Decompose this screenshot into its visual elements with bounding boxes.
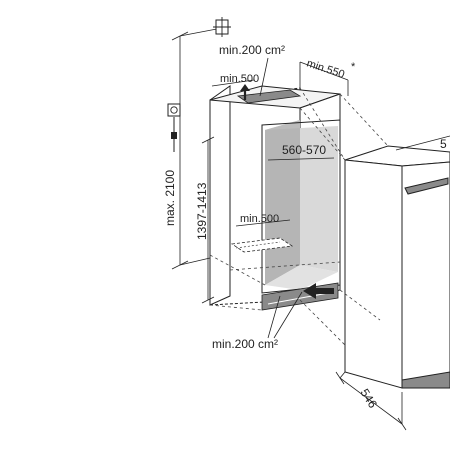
inner-width-label: 560-570 bbox=[282, 143, 326, 157]
inner-vent bbox=[230, 237, 294, 253]
dimension-top-gap bbox=[211, 79, 255, 87]
airflow-up-arrow bbox=[240, 84, 250, 100]
inner-gap-label: min.500 bbox=[240, 213, 279, 225]
dimension-appliance-depth bbox=[335, 371, 407, 431]
top-depth-label: min.550 bbox=[305, 57, 346, 81]
appliance-depth-label: 546 bbox=[357, 386, 380, 411]
power-plug-socket-icon bbox=[167, 103, 181, 152]
grid-symbol-icon bbox=[213, 17, 231, 37]
airflow-in-arrow bbox=[303, 283, 334, 299]
opening-height-label: 1397-1413 bbox=[195, 182, 209, 240]
base-dashed-lines bbox=[209, 254, 341, 311]
dimension-inner-gap bbox=[235, 219, 291, 227]
bottom-vent-leaders bbox=[267, 291, 303, 339]
top-depth-star: * bbox=[351, 61, 356, 73]
max-height-label: max. 2100 bbox=[163, 170, 177, 226]
top-vent-leader bbox=[259, 57, 269, 97]
projection-lines bbox=[299, 87, 389, 346]
appliance bbox=[344, 145, 450, 389]
dimension-appliance-width bbox=[395, 135, 450, 151]
bottom-vent-label: min.200 cm² bbox=[212, 337, 278, 351]
dimension-max-height bbox=[171, 27, 223, 270]
dimension-top-depth bbox=[299, 61, 349, 96]
top-vent-label: min.200 cm² bbox=[219, 43, 285, 57]
dimension-opening-height bbox=[201, 136, 215, 304]
top-gap-label: min.500 bbox=[220, 73, 259, 85]
top-vent-strip bbox=[236, 89, 302, 104]
appliance-width-label: 5 bbox=[440, 137, 447, 151]
dimension-inner-width bbox=[267, 157, 335, 161]
